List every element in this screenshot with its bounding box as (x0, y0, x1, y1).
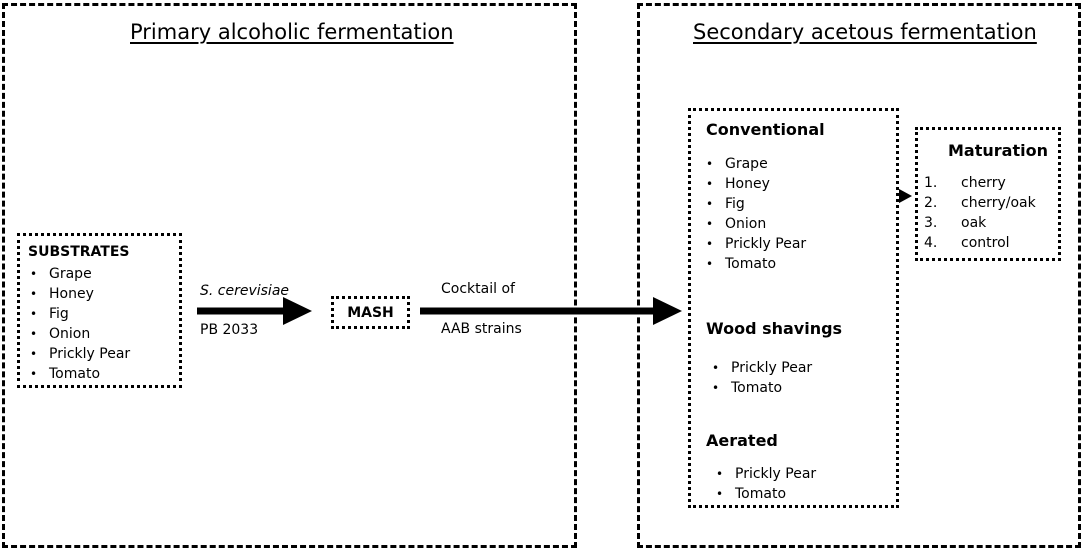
item-number: 2. (924, 195, 938, 211)
bullet-icon: • (716, 467, 724, 481)
item-number: 3. (924, 215, 938, 231)
bullet-icon: • (706, 257, 714, 271)
yeast-strain-label: PB 2033 (200, 322, 259, 338)
bullet-icon: • (712, 381, 720, 395)
list-item: 1.cherry (924, 175, 1006, 191)
arrow-substrates-to-mash (197, 297, 312, 325)
list-item: •Prickly Pear (706, 236, 807, 252)
maturation-title: Maturation (948, 141, 1048, 160)
aab-label-line2: AAB strains (441, 321, 522, 337)
bullet-icon: • (30, 287, 38, 301)
aerated-list: •Prickly Pear •Tomato (716, 464, 816, 504)
mash-box: MASH (331, 296, 410, 329)
substrates-box: SUBSTRATES •Grape •Honey •Fig •Onion •Pr… (17, 233, 182, 388)
list-item: •Fig (706, 196, 745, 212)
maturation-list: 1.cherry 2.cherry/oak 3.oak 4.control (924, 173, 1036, 253)
bullet-icon: • (706, 177, 714, 191)
secondary-panel-title: Secondary acetous fermentation (693, 20, 1037, 44)
secondary-fermentation-panel (637, 3, 1081, 548)
list-item: •Tomato (706, 256, 777, 272)
bullet-icon: • (30, 367, 38, 381)
item-number: 1. (924, 175, 938, 191)
wood-shavings-title: Wood shavings (706, 319, 843, 338)
bullet-icon: • (706, 197, 714, 211)
maturation-box: Maturation 1.cherry 2.cherry/oak 3.oak 4… (915, 127, 1061, 261)
arrow-mash-to-secondary (420, 297, 682, 325)
list-item: •Tomato (712, 380, 783, 396)
primary-panel-title: Primary alcoholic fermentation (130, 20, 454, 44)
list-item: •Onion (30, 326, 91, 342)
item-number: 4. (924, 235, 938, 251)
bullet-icon: • (706, 237, 714, 251)
aerated-title: Aerated (706, 431, 778, 450)
list-item: •Fig (30, 306, 69, 322)
bullet-icon: • (30, 347, 38, 361)
list-item: •Tomato (30, 366, 101, 382)
substrates-list: •Grape •Honey •Fig •Onion •Prickly Pear … (30, 264, 130, 384)
list-item: •Prickly Pear (716, 466, 817, 482)
list-item: •Honey (706, 176, 770, 192)
bullet-icon: • (30, 307, 38, 321)
bullet-icon: • (706, 157, 714, 171)
list-item: •Prickly Pear (30, 346, 131, 362)
list-item: 4.control (924, 235, 1010, 251)
list-item: •Honey (30, 286, 94, 302)
bullet-icon: • (716, 487, 724, 501)
list-item: 3.oak (924, 215, 987, 231)
list-item: •Tomato (716, 486, 787, 502)
mash-label: MASH (347, 305, 394, 321)
substrates-title: SUBSTRATES (28, 244, 130, 260)
aab-label-line1: Cocktail of (441, 281, 515, 297)
conventional-title: Conventional (706, 120, 825, 139)
acetous-methods-box: Conventional •Grape •Honey •Fig •Onion •… (688, 108, 899, 508)
bullet-icon: • (30, 327, 38, 341)
yeast-species-label: S. cerevisiae (200, 283, 290, 299)
list-item: •Onion (706, 216, 767, 232)
bullet-icon: • (712, 361, 720, 375)
list-item: •Grape (706, 156, 768, 172)
list-item: 2.cherry/oak (924, 195, 1036, 211)
list-item: •Prickly Pear (712, 360, 813, 376)
list-item: •Grape (30, 266, 92, 282)
wood-shavings-list: •Prickly Pear •Tomato (712, 358, 812, 398)
bullet-icon: • (706, 217, 714, 231)
conventional-list: •Grape •Honey •Fig •Onion •Prickly Pear … (706, 154, 806, 274)
bullet-icon: • (30, 267, 38, 281)
primary-fermentation-panel (2, 3, 577, 548)
